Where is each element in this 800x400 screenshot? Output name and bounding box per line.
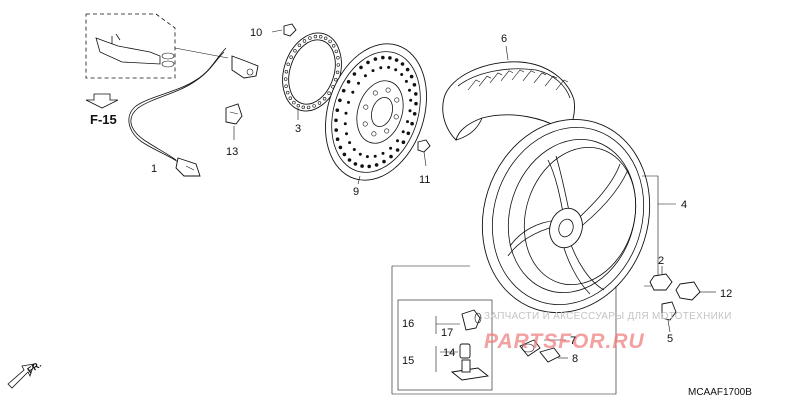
callout-8: 8: [572, 353, 578, 365]
sensor-harness: [85, 13, 259, 177]
callout-16: 16: [402, 318, 414, 330]
callout-14: 14: [443, 347, 455, 359]
front-direction-arrow: FR.: [7, 359, 43, 389]
valve-inset: [391, 265, 617, 395]
callout-17: 17: [441, 327, 453, 339]
watermark: ЗАПЧАСТИ И АКСЕССУАРЫ ДЛЯ МОТОТЕХНИКИ PA…: [484, 311, 732, 353]
callout-10: 10: [250, 27, 262, 39]
callout-6: 6: [501, 33, 507, 45]
watermark-logo: PARTSFOR.RU: [484, 330, 645, 353]
wheel-4: [481, 118, 676, 314]
bolt-11: [417, 139, 431, 167]
reference-label: F-15: [90, 112, 117, 127]
diagram-code: MCAAF1700B: [688, 387, 752, 398]
callout-15: 15: [402, 355, 414, 367]
callout-11: 11: [419, 174, 430, 186]
bolt-10: [271, 23, 297, 37]
callout-5: 5: [667, 333, 673, 345]
callout-4: 4: [681, 199, 687, 211]
brake-disc-9: [325, 43, 427, 185]
reference-arrow: F-15: [85, 93, 119, 127]
pulser-ring-3: [282, 32, 342, 120]
callout-13: 13: [226, 146, 238, 158]
callout-7: 7: [570, 335, 576, 347]
callout-12: 12: [720, 288, 732, 300]
nut-2: [649, 266, 673, 291]
front-direction-label: FR.: [25, 359, 43, 376]
callout-1: 1: [151, 163, 157, 175]
clip-13: [225, 103, 243, 140]
callout-labels: 1 2 3 4 5 6 7 8 9 10 11 12 13 14 15 16 1…: [151, 27, 732, 367]
callout-2: 2: [658, 255, 664, 267]
valve-cap-5: [661, 301, 677, 333]
cap-12: [675, 281, 716, 301]
callout-3: 3: [295, 123, 301, 135]
watermark-tagline: ЗАПЧАСТИ И АКСЕССУАРЫ ДЛЯ МОТОТЕХНИКИ: [484, 311, 732, 322]
callout-9: 9: [353, 186, 359, 198]
